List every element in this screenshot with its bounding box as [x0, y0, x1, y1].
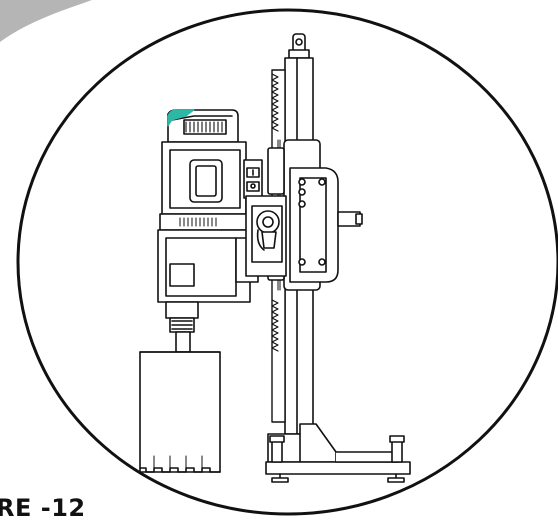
figure-label: RE -12 [0, 494, 86, 522]
drill-stand-base [265, 423, 411, 483]
core-bit-icon [139, 351, 221, 473]
motor-accent-stripe [167, 109, 195, 127]
core-drill-motor-icon [157, 109, 287, 353]
corner-shade-decoration [0, 0, 92, 42]
